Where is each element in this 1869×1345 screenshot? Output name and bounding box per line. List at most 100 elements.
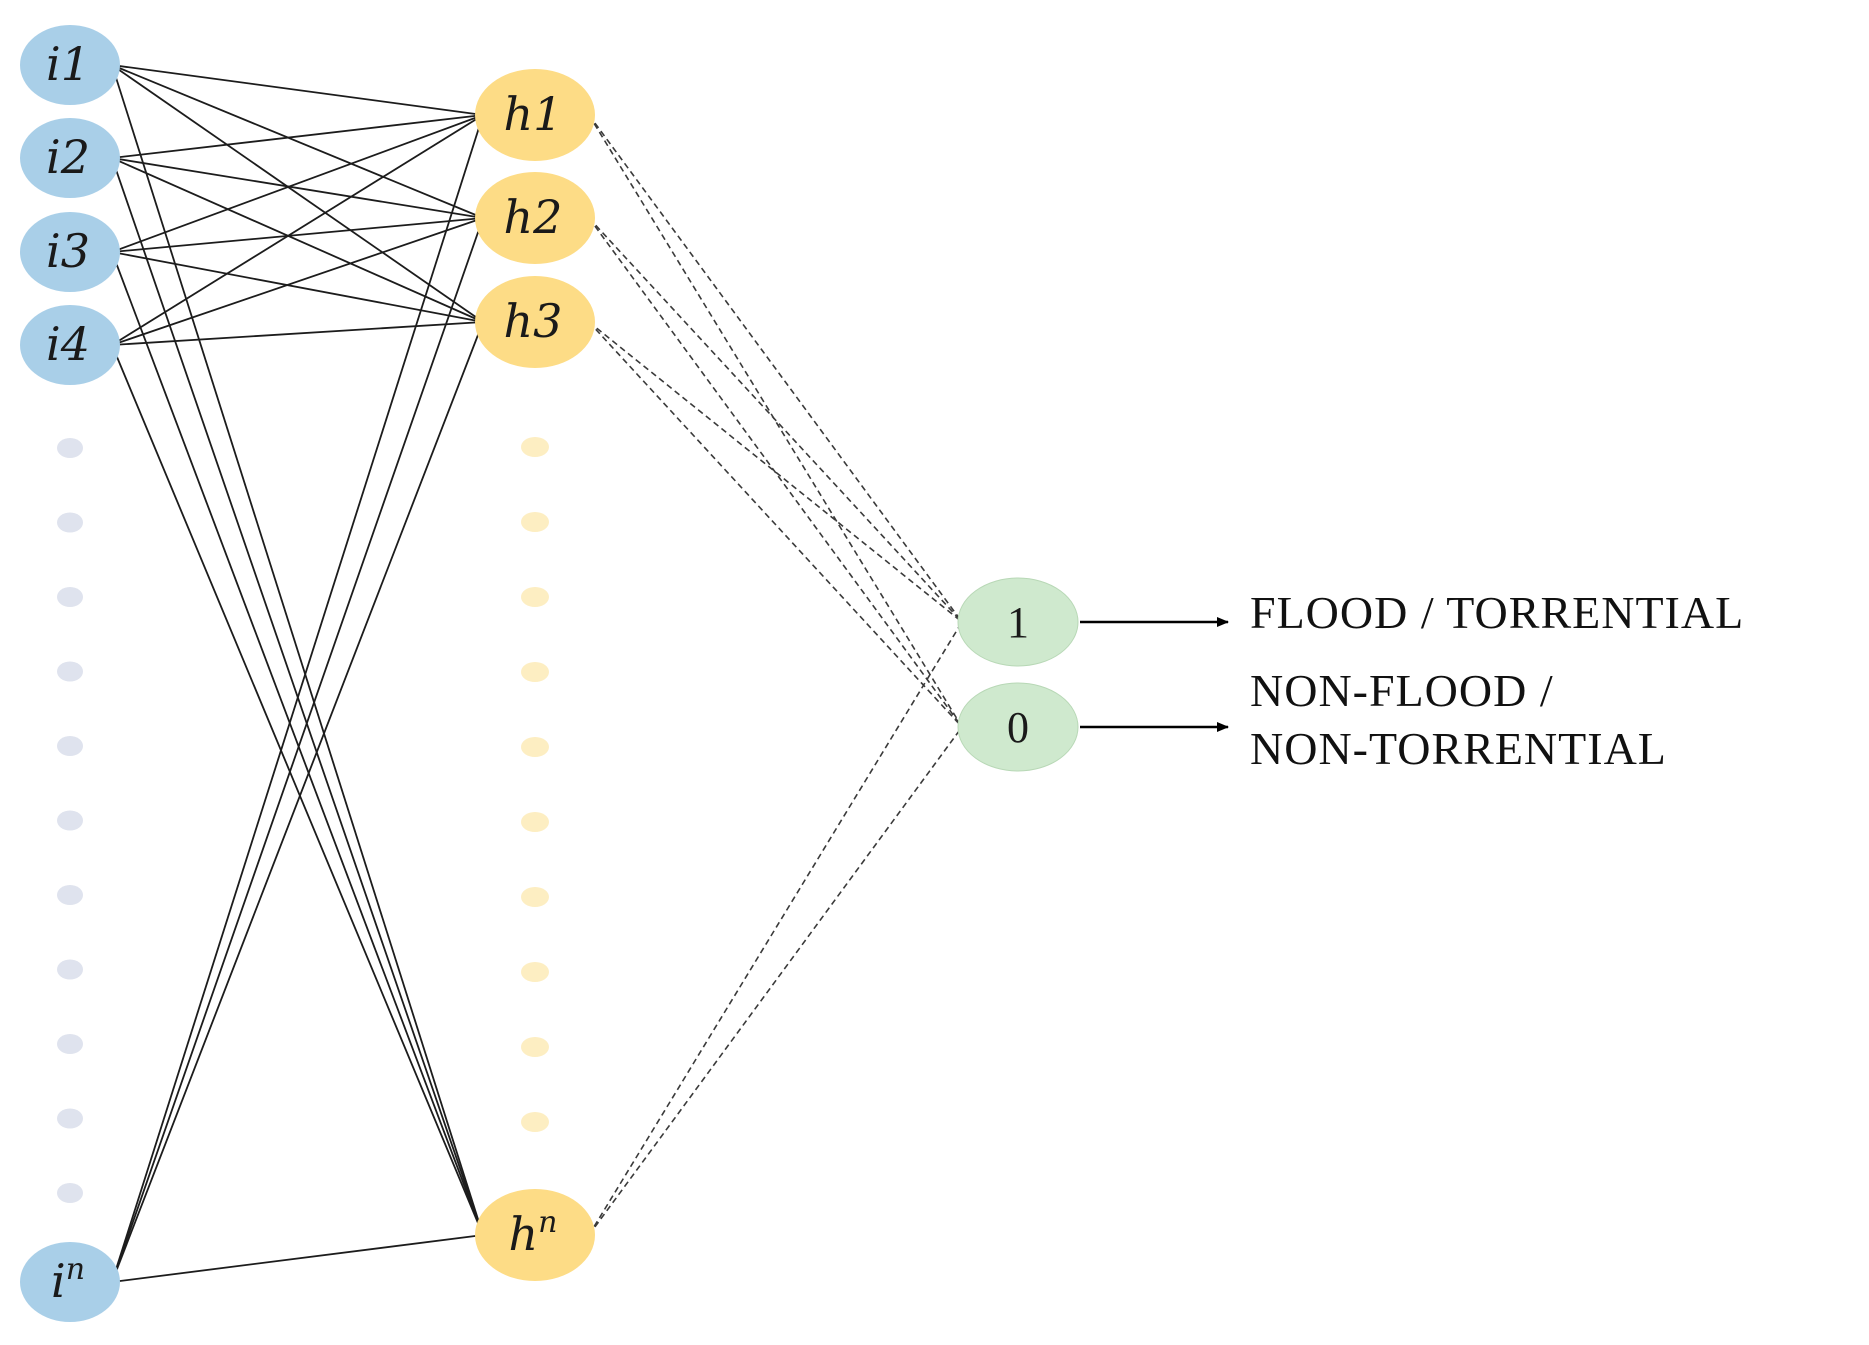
edge-input-1-hidden-2 (111, 64, 484, 219)
edge-input-3-hidden-4 (111, 251, 484, 1236)
hidden-node-circle (475, 1189, 595, 1281)
input-node-4: i4 (20, 305, 120, 385)
class-label-line: NON-FLOOD / (1250, 665, 1554, 716)
input-hidden-connections (111, 64, 484, 1283)
edge-hidden-2-output-1 (588, 217, 963, 623)
output-node-label: 0 (1007, 703, 1029, 752)
input-ellipsis-dot (57, 1108, 83, 1129)
hidden_nodes-label-base: h1 (504, 87, 563, 141)
edge-input-2-hidden-3 (111, 157, 484, 323)
edge-input-1-hidden-4 (111, 64, 484, 1236)
hidden-node-2: h2 (475, 172, 595, 264)
input-ellipsis-dot (57, 438, 83, 458)
input-node-2: i2 (20, 118, 120, 198)
edge-input-4-hidden-2 (111, 217, 484, 346)
hidden_nodes-label-base: h3 (504, 294, 563, 348)
input-node-5: in (20, 1242, 120, 1322)
hidden-ellipsis-dot (521, 1037, 549, 1057)
hidden-ellipsis-dots (521, 437, 549, 1132)
input_nodes-label-base: i4 (46, 317, 90, 371)
class-label-line: NON-TORRENTIAL (1250, 723, 1667, 774)
edge-input-1-hidden-3 (111, 64, 484, 323)
edge-input-5-hidden-2 (111, 217, 484, 1283)
edge-input-2-hidden-2 (111, 157, 484, 219)
class-labels: FLOOD / TORRENTIAL NON-FLOOD / NON-TORRENT… (1250, 587, 1744, 774)
input-node-circle (20, 1242, 120, 1322)
edge-input-5-hidden-1 (111, 114, 484, 1283)
edge-hidden-4-output-1 (588, 621, 963, 1236)
input-ellipsis-dot (57, 1183, 83, 1203)
input-ellipsis-dot (57, 587, 83, 607)
hidden-ellipsis-dot (521, 662, 549, 682)
edge-hidden-3-output-2 (588, 321, 963, 728)
output-layer: 10 (957, 577, 1079, 772)
input_nodes-label-base: i3 (46, 224, 90, 278)
edge-input-4-hidden-4 (111, 344, 484, 1236)
input_nodes-label-base: i (51, 1254, 66, 1308)
hidden-ellipsis-dot (521, 587, 549, 607)
hidden-layer: h1 h2 h3 hn (475, 69, 595, 1281)
hidden_nodes-label: h3 (504, 294, 563, 348)
hidden-node-1: h1 (475, 69, 595, 161)
hidden_nodes-label: h1 (504, 87, 563, 141)
input_nodes-label: i4 (46, 317, 90, 371)
class-label-2: NON-FLOOD / NON-TORRENTIAL (1250, 665, 1667, 774)
edge-input-3-hidden-2 (111, 217, 484, 253)
hidden-ellipsis-dot (521, 812, 549, 832)
input-node-3: i3 (20, 212, 120, 292)
edge-hidden-1-output-1 (588, 114, 963, 623)
input-node-circle (20, 305, 120, 385)
input-ellipsis-dot (57, 1034, 83, 1054)
hidden-ellipsis-dot (521, 737, 549, 757)
input-node-1: i1 (20, 25, 120, 105)
output-node-1: 1 (957, 577, 1079, 667)
hidden-ellipsis-dot (521, 887, 549, 907)
hidden-ellipsis-dot (521, 1112, 549, 1132)
edge-input-5-hidden-4 (111, 1234, 484, 1283)
input_nodes-label: i2 (46, 130, 90, 184)
edge-input-3-hidden-1 (111, 114, 484, 253)
input-layer: i1 i2 i3 i4 in (20, 25, 120, 1322)
hidden-ellipsis-dot (521, 437, 549, 457)
input_nodes-label-base: i1 (46, 37, 90, 91)
input-ellipsis-dot (57, 512, 83, 533)
input-ellipsis-dot (57, 959, 83, 980)
hidden_nodes-label-superscript: n (538, 1205, 557, 1240)
input-ellipsis-dot (57, 885, 83, 905)
output-node-0: 0 (957, 682, 1079, 772)
output-node-circle (957, 682, 1079, 772)
input-ellipsis-dot (57, 661, 83, 682)
class-label-1: FLOOD / TORRENTIAL (1250, 587, 1744, 638)
output-node-circle (957, 577, 1079, 667)
edge-hidden-2-output-2 (588, 217, 963, 728)
edge-hidden-4-output-2 (588, 726, 963, 1236)
input_nodes-label: in (51, 1252, 85, 1308)
edge-input-5-hidden-3 (111, 321, 484, 1283)
input_nodes-label-base: i2 (46, 130, 90, 184)
output-node-label: 1 (1007, 598, 1029, 647)
hidden-ellipsis-dot (521, 962, 549, 982)
input_nodes-label: i1 (46, 37, 90, 91)
input-ellipsis-dots (57, 438, 83, 1203)
hidden-output-connections (588, 114, 963, 1236)
input_nodes-label-superscript: n (66, 1252, 85, 1287)
edge-input-4-hidden-3 (111, 321, 484, 346)
edge-input-4-hidden-1 (111, 114, 484, 346)
hidden-ellipsis-dot (521, 512, 549, 532)
input-ellipsis-dot (57, 736, 83, 756)
hidden_nodes-label-base: h (509, 1207, 539, 1261)
input-ellipsis-dot (57, 810, 83, 831)
edge-input-2-hidden-1 (111, 114, 484, 159)
input-node-circle (20, 25, 120, 105)
class-label-line: FLOOD / TORRENTIAL (1250, 587, 1744, 638)
hidden-node-circle (475, 276, 595, 368)
hidden_nodes-label: h2 (504, 190, 563, 244)
hidden-node-circle (475, 69, 595, 161)
input-node-circle (20, 118, 120, 198)
input-node-circle (20, 212, 120, 292)
hidden-node-4: hn (475, 1189, 595, 1281)
hidden_nodes-label-base: h2 (504, 190, 563, 244)
edge-input-1-hidden-1 (111, 64, 484, 116)
hidden-node-circle (475, 172, 595, 264)
